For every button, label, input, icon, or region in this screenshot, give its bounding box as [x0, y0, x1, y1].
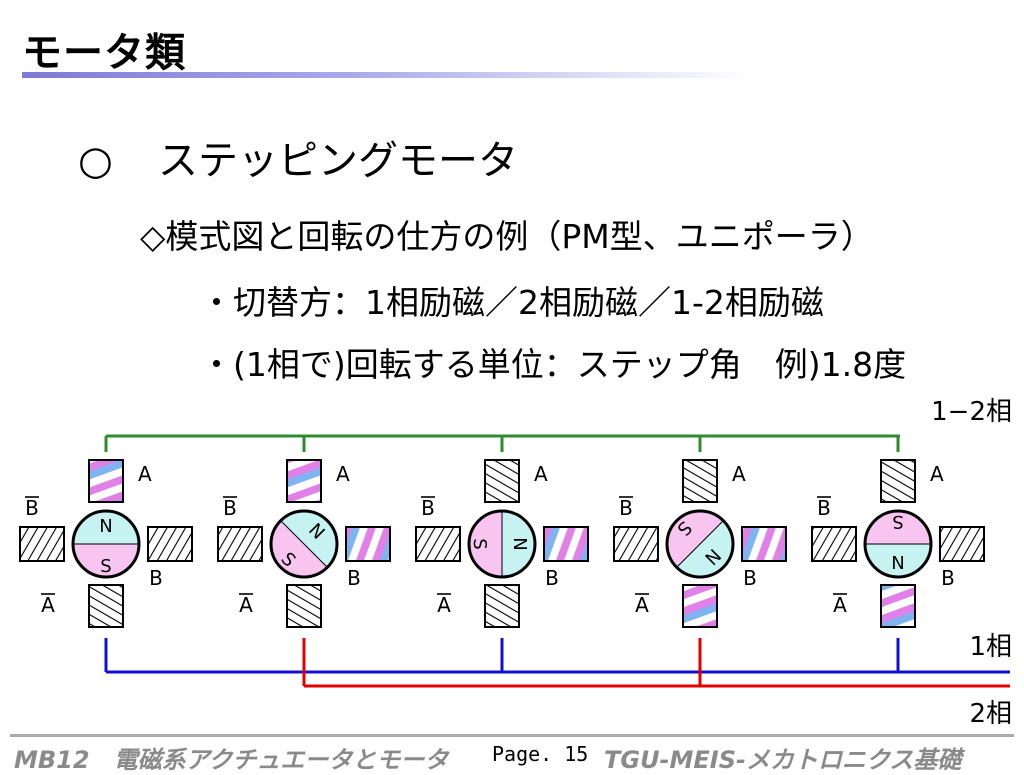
label-coil-a-bar: A: [833, 593, 847, 617]
rotor: NS: [469, 511, 535, 577]
rotor-s-label: S: [892, 511, 903, 532]
rotor-s-half: [73, 544, 139, 577]
rotor: NS: [73, 511, 139, 577]
footer-program: TGU-MEIS-メカトロニクス基礎: [604, 746, 962, 774]
label-coil-b-bar: B: [223, 496, 237, 520]
rotor-outline: [665, 509, 735, 579]
rotor-s-label: S: [469, 538, 490, 549]
rotor-s-half: [469, 511, 502, 577]
slide-title: モータ類: [22, 30, 186, 76]
rotor-divider: [280, 520, 328, 568]
motor-step-4: NS A A B B: [613, 459, 787, 628]
label-coil-b-bar: B: [25, 496, 39, 520]
rotor-outline: [269, 509, 339, 579]
label-coil-b-bar: B: [421, 496, 435, 520]
rotor-n-label: N: [509, 537, 530, 550]
label-phase-2: 2相: [969, 699, 1012, 729]
coil-a-bar-bottom: [286, 584, 322, 628]
stepping-motor-diagram: 1−2相 1相 2相 NSAABBNSAABBNSAABBNSAABBNSAAB…: [19, 397, 1012, 729]
label-coil-a: A: [138, 462, 152, 486]
rotor-outline: [467, 509, 537, 579]
label-coil-b: B: [941, 566, 955, 590]
rotor-s-half: [271, 520, 328, 577]
coil-b-right: [147, 526, 193, 562]
rotor-n-half: [280, 511, 337, 568]
title-underline: [22, 72, 752, 78]
coil-a-top: [880, 459, 916, 503]
label-coil-b: B: [743, 566, 757, 590]
rotor-n-half: [676, 520, 733, 577]
rotor-outline: [71, 509, 141, 579]
rotor: NS: [667, 511, 733, 577]
footer: MB12 電磁系アクチュエータとモータ Page. 15 TGU-MEIS-メカ…: [0, 734, 1024, 774]
label-phase-12: 1−2相: [931, 397, 1012, 427]
label-coil-a: A: [930, 462, 944, 486]
coil-a-top: [88, 459, 124, 503]
label-coil-a-bar: A: [437, 593, 451, 617]
label-coil-b: B: [347, 566, 361, 590]
coil-a-bar-bottom: [880, 584, 916, 628]
bullet-switching-method: ・切替方：1相励磁／2相励磁／1-2相励磁: [200, 283, 824, 322]
motor-step-5: NS A A B B: [811, 459, 985, 628]
coil-a-top: [484, 459, 520, 503]
label-coil-b-bar: B: [817, 496, 831, 520]
rotor-s-half: [865, 511, 931, 544]
coil-b-bar-left: [217, 526, 263, 562]
label-coil-b-bar: B: [619, 496, 633, 520]
footer-course: MB12 電磁系アクチュエータとモータ: [14, 746, 449, 774]
footer-rule: [10, 734, 1014, 737]
phase-1-bracket: [104, 638, 1010, 674]
coil-a-top: [682, 459, 718, 503]
rotor-n-half: [73, 511, 139, 544]
rotor-divider: [676, 520, 724, 568]
motor-step-1: NS A A B B: [19, 459, 193, 628]
coil-a-bar-bottom: [682, 584, 718, 628]
section-heading: ○ ステッピングモータ: [78, 128, 518, 186]
rotor-n-half: [502, 511, 535, 577]
sub-heading: ◇模式図と回転の仕方の例（PM型、ユニポーラ）: [140, 217, 874, 256]
label-coil-a-bar: A: [635, 593, 649, 617]
coil-b-bar-left: [19, 526, 65, 562]
coil-a-bar-bottom: [484, 584, 520, 628]
motor-step-2: NS A A B B: [217, 459, 391, 628]
coil-b-right: [939, 526, 985, 562]
phase-2-bracket: [302, 638, 1010, 688]
circle-bullet: ○: [78, 138, 113, 184]
coil-a-top: [286, 459, 322, 503]
coil-b-right: [741, 526, 787, 562]
rotor: NS: [865, 511, 931, 577]
bullet-step-angle: ・(1相で)回転する単位：ステップ角 例)1.8度: [200, 345, 907, 384]
coil-b-right: [543, 526, 589, 562]
coil-b-bar-left: [415, 526, 461, 562]
coil-b-bar-left: [613, 526, 659, 562]
coil-b-right: [345, 526, 391, 562]
label-coil-a: A: [336, 462, 350, 486]
label-coil-a: A: [534, 462, 548, 486]
rotor: NS: [271, 511, 337, 577]
phase-12-bracket: [104, 434, 900, 452]
heading-text: ステッピングモータ: [158, 138, 518, 184]
rotor-s-half: [667, 511, 724, 568]
label-coil-a-bar: A: [239, 593, 253, 617]
label-coil-a: A: [732, 462, 746, 486]
rotor-n-label: N: [891, 551, 904, 572]
rotor-s-label: S: [100, 556, 111, 577]
rotor-outline: [863, 509, 933, 579]
rotor-n-half: [865, 544, 931, 577]
coil-b-bar-left: [811, 526, 857, 562]
label-coil-b: B: [149, 566, 163, 590]
label-coil-b: B: [545, 566, 559, 590]
footer-page-number: Page. 15: [492, 742, 589, 766]
rotor-n-label: N: [99, 516, 112, 537]
label-coil-a-bar: A: [41, 593, 55, 617]
label-phase-1: 1相: [969, 632, 1012, 662]
coil-a-bar-bottom: [88, 584, 124, 628]
